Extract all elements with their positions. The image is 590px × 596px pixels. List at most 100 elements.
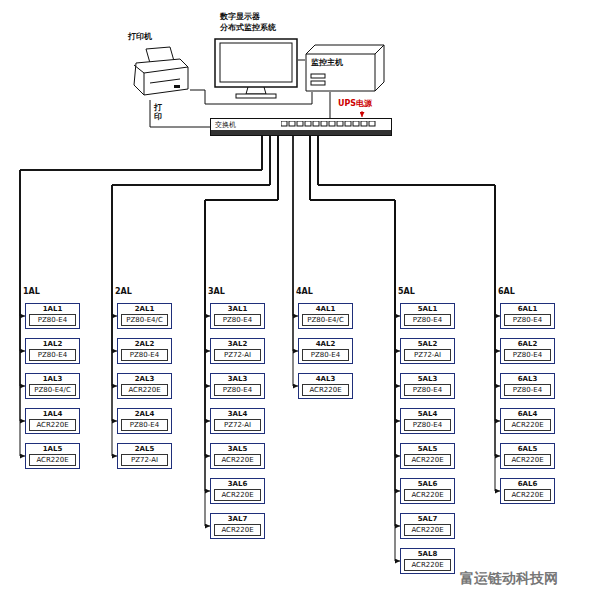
meter-box: 1AL5ACR220E	[25, 443, 80, 469]
meter-model: PZ80-E4	[29, 314, 76, 326]
meter-tag: 5AL6	[404, 480, 451, 489]
device-label: 数字显示器	[220, 12, 260, 22]
meter-tag: 5AL8	[404, 550, 451, 559]
printer-port-label: 打印	[154, 104, 162, 122]
meter-model: PZ80-E4	[214, 314, 261, 326]
meter-tag: 3AL4	[214, 410, 261, 419]
switch-port	[353, 121, 359, 126]
meter-box: 6AL1PZ80-E4	[500, 303, 555, 329]
switch-port	[337, 121, 343, 126]
computer-icon	[305, 44, 385, 92]
meter-model: PZ80-E4/C	[121, 314, 168, 326]
meter-box: 3AL6ACR220E	[210, 478, 265, 504]
meter-box: 2AL3ACR220E	[117, 373, 172, 399]
meter-tag: 5AL5	[404, 445, 451, 454]
meter-tag: 3AL5	[214, 445, 261, 454]
meter-box: 1AL1PZ80-E4	[25, 303, 80, 329]
meter-box: 6AL6ACR220E	[500, 478, 555, 504]
meter-box: 5AL8ACR220E	[400, 548, 455, 574]
switch-port	[345, 121, 351, 126]
connector	[112, 136, 270, 351]
device-label: 监控主机	[311, 58, 343, 68]
meter-model: PZ72-AI	[214, 419, 261, 431]
ups-leader	[362, 111, 363, 117]
meter-tag: 2AL5	[121, 445, 168, 454]
meter-model: PZ80-E4	[121, 349, 168, 361]
network-switch: 交换机	[210, 118, 392, 136]
monitor-icon	[214, 38, 298, 100]
meter-tag: 3AL1	[214, 305, 261, 314]
meter-model: ACR220E	[504, 454, 551, 466]
meter-box: 3AL5ACR220E	[210, 443, 265, 469]
meter-tag: 1AL5	[29, 445, 76, 454]
column-header: 3AL	[208, 287, 225, 296]
switch-port	[361, 121, 367, 126]
column-header: 6AL	[498, 287, 515, 296]
meter-box: 4AL2PZ80-E4	[298, 338, 353, 364]
column-header: 4AL	[296, 287, 313, 296]
switch-port	[305, 121, 311, 126]
switch-port	[321, 121, 327, 126]
meter-box: 5AL1PZ80-E4	[400, 303, 455, 329]
meter-model: ACR220E	[504, 419, 551, 431]
meter-model: ACR220E	[504, 489, 551, 501]
printer-icon	[130, 45, 190, 100]
computer: 监控主机	[305, 44, 385, 92]
meter-model: PZ72-AI	[121, 454, 168, 466]
connector	[318, 136, 500, 456]
meter-tag: 2AL3	[121, 375, 168, 384]
connector	[310, 136, 400, 526]
connector	[330, 92, 331, 118]
connector	[190, 90, 312, 104]
meter-model: PZ80-E4	[29, 349, 76, 361]
meter-box: 1AL4ACR220E	[25, 408, 80, 434]
watermark: 富运链动科技网	[460, 570, 558, 588]
meter-tag: 3AL3	[214, 375, 261, 384]
switch-port	[369, 121, 375, 126]
meter-box: 3AL4PZ72-AI	[210, 408, 265, 434]
meter-model: ACR220E	[302, 384, 349, 396]
meter-model: ACR220E	[404, 454, 451, 466]
meter-box: 2AL4PZ80-E4	[117, 408, 172, 434]
connector	[112, 136, 270, 421]
meter-tag: 5AL4	[404, 410, 451, 419]
connector	[205, 136, 278, 491]
meter-model: ACR220E	[121, 384, 168, 396]
connector	[205, 136, 278, 456]
meter-model: PZ80-E4	[504, 384, 551, 396]
meter-model: ACR220E	[29, 454, 76, 466]
meter-model: PZ80-E4	[302, 349, 349, 361]
connector	[205, 136, 278, 526]
connector	[310, 136, 400, 456]
meter-model: ACR220E	[404, 489, 451, 501]
connector	[205, 136, 278, 316]
connector	[20, 136, 262, 316]
meter-model: PZ80-E4	[404, 419, 451, 431]
monitor: 数字显示器分布式监控系统	[214, 38, 298, 100]
meter-box: 5AL4PZ80-E4	[400, 408, 455, 434]
meter-model: ACR220E	[214, 489, 261, 501]
printer: 打印机	[130, 45, 190, 100]
column-header: 2AL	[115, 287, 132, 296]
meter-tag: 6AL6	[504, 480, 551, 489]
meter-model: PZ80-E4	[404, 314, 451, 326]
meter-box: 5AL6ACR220E	[400, 478, 455, 504]
meter-model: PZ80-E4	[121, 419, 168, 431]
meter-model: PZ80-E4	[404, 384, 451, 396]
meter-model: PZ80-E4	[214, 384, 261, 396]
meter-tag: 4AL2	[302, 340, 349, 349]
meter-tag: 6AL1	[504, 305, 551, 314]
meter-model: ACR220E	[29, 419, 76, 431]
meter-tag: 6AL4	[504, 410, 551, 419]
column-header: 1AL	[23, 287, 40, 296]
device-label: 分布式监控系统	[220, 23, 276, 33]
meter-tag: 1AL2	[29, 340, 76, 349]
meter-box: 6AL4ACR220E	[500, 408, 555, 434]
meter-model: ACR220E	[214, 524, 261, 536]
meter-tag: 6AL2	[504, 340, 551, 349]
meter-box: 1AL3PZ80-E4/C	[25, 373, 80, 399]
meter-box: 6AL3PZ80-E4	[500, 373, 555, 399]
switch-port	[313, 121, 319, 126]
meter-box: 2AL1PZ80-E4/C	[117, 303, 172, 329]
